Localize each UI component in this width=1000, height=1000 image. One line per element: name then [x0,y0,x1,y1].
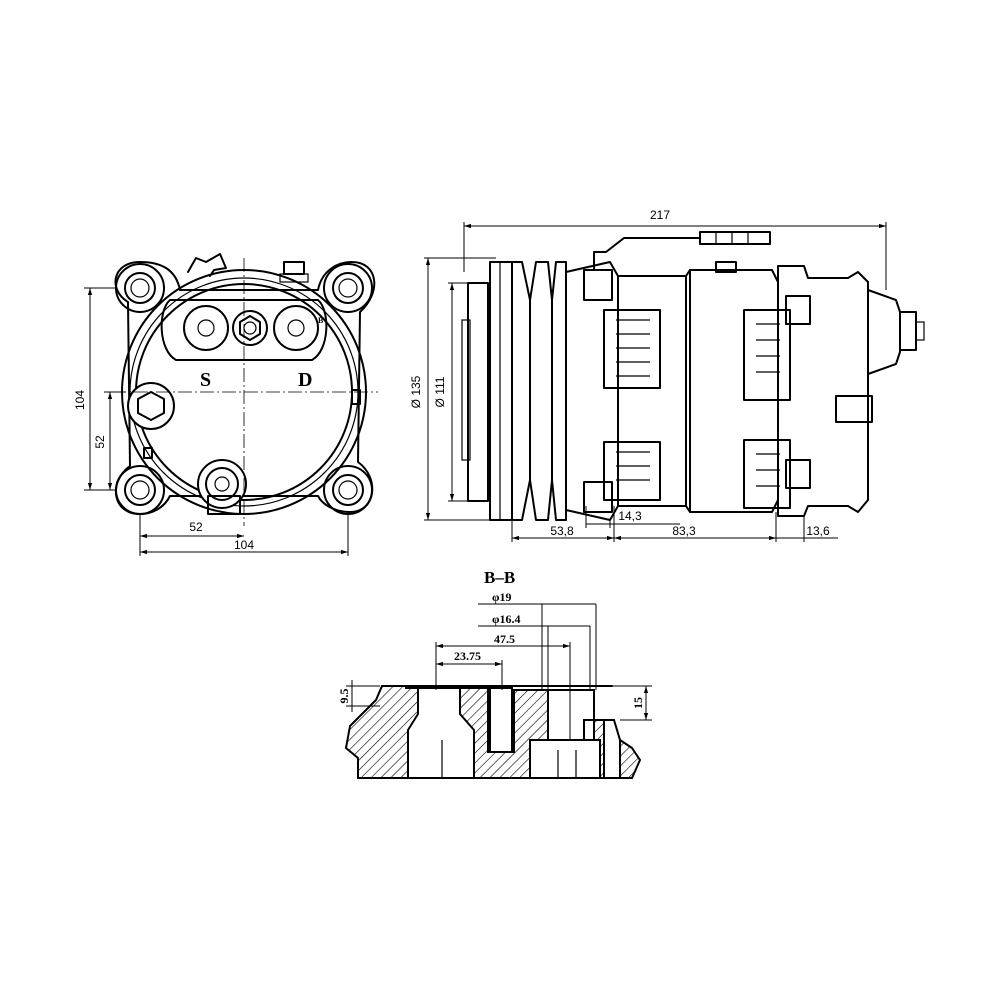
main-body [617,269,779,513]
section-bore-left [407,687,475,779]
front-view: S D B 104 52 [73,253,378,556]
dim-phi19: φ19 [492,590,512,604]
center-bolt [232,310,268,346]
dim-15: 15 [631,697,645,709]
discharge-port-label: D [298,369,312,391]
dim-23-75: 23.75 [454,649,481,663]
suction-port-label: S [200,369,211,391]
dim-width-104: 104 [234,538,254,552]
mount-ear-bottom-left [115,465,165,515]
internal-piston-upper [603,309,661,389]
dim-small-gap: 14,3 [618,509,642,523]
bottom-fitting [197,459,247,515]
internal-piston-lower [603,441,661,501]
side-view: 217 Ø 135 Ø 111 14,3 53,8 83,3 13,6 [409,208,925,542]
dim-pulley-section: 53,8 [550,524,574,538]
side-plug [127,382,175,430]
dim-body-section: 83,3 [672,524,696,538]
section-bore-right [547,689,595,741]
dim-half-height-52: 52 [93,435,107,449]
rear-head [777,265,869,517]
section-view: B–B φ19 φ16.4 47.5 23.75 9.5 [337,568,652,779]
section-title: B–B [484,568,515,587]
suction-port [183,305,229,351]
pulley [489,261,513,521]
discharge-port [273,305,319,351]
dim-47-5: 47.5 [494,632,515,646]
dim-9-5: 9.5 [337,689,351,704]
port-block [160,299,328,361]
dim-height-104: 104 [73,390,87,410]
mount-ear-top-left [115,263,165,313]
clutch-plate [467,282,489,502]
mount-ear-top-right [323,263,373,313]
dim-inner-diameter: Ø 111 [433,376,447,407]
port-mark-b: B [318,316,324,325]
dim-outer-diameter: Ø 135 [409,375,423,408]
wire-lead [593,237,701,271]
dim-total-length: 217 [650,208,670,222]
dim-half-width-52: 52 [189,520,203,534]
dim-phi16-4: φ16.4 [492,612,521,626]
dim-rear-section: 13,6 [806,524,830,538]
top-fitting [283,261,305,275]
wire-bracket [187,253,227,277]
rear-bolt [899,311,917,351]
mount-ear-bottom-right [323,465,373,515]
